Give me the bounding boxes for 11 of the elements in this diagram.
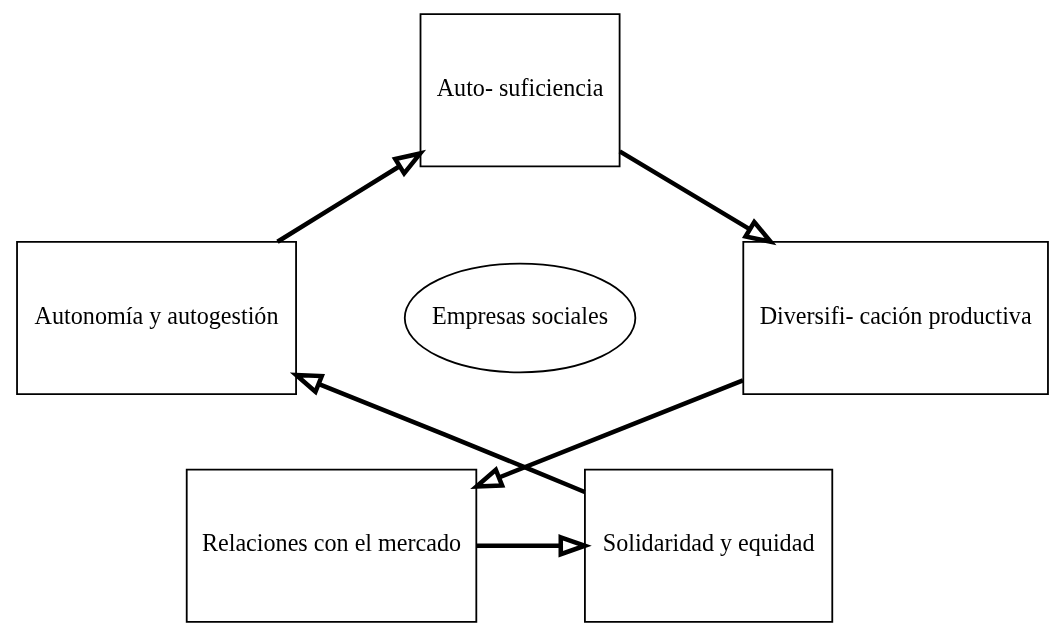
- arrow: [476, 534, 592, 558]
- arrow: [469, 378, 744, 489]
- node-box: Diversifi- cación productiva: [741, 240, 1049, 396]
- arrow: [618, 149, 776, 246]
- arrow: [275, 149, 426, 244]
- node-box: Solidaridad y equidad: [583, 468, 833, 623]
- node-ellipse: Empresas sociales: [403, 262, 636, 374]
- node-box: Autonomía y autogestión: [15, 240, 297, 396]
- arrow: [289, 372, 586, 495]
- node-box: Auto- suficiencia: [419, 13, 620, 168]
- node-box: Relaciones con el mercado: [185, 468, 477, 623]
